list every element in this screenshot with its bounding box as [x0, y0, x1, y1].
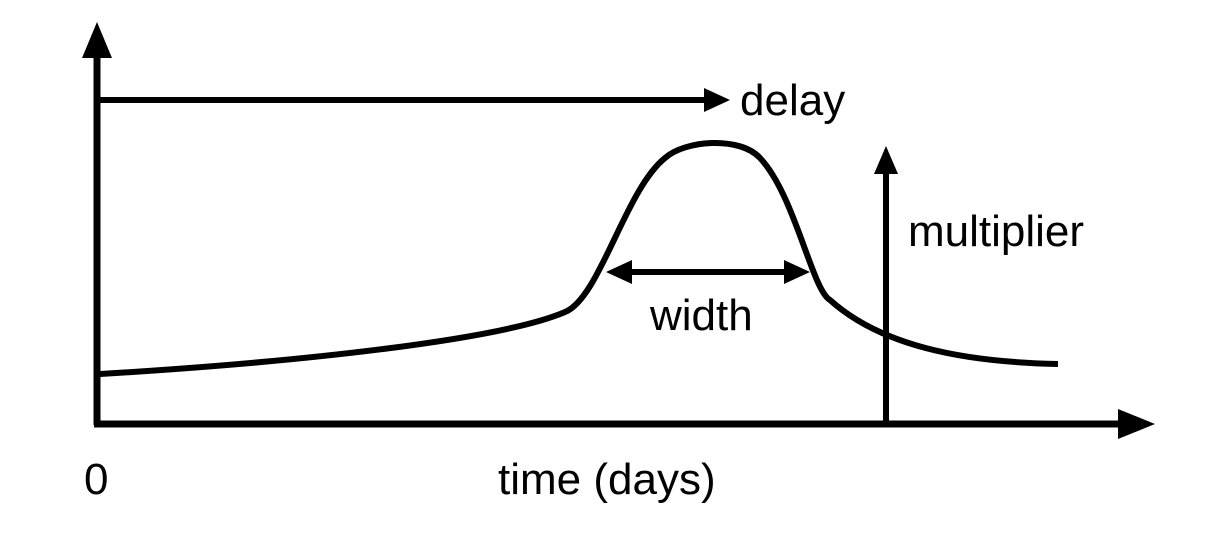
y-axis-arrowhead [82, 22, 112, 58]
width-arrowhead-left [606, 260, 632, 284]
width-arrowhead-right [784, 260, 810, 284]
curve-line [99, 139, 1059, 377]
x-axis-label: time (days) [498, 455, 716, 504]
width-label: width [649, 291, 753, 340]
multiplier-arrow [874, 146, 898, 424]
multiplier-arrowhead [874, 146, 898, 174]
delay-arrow [97, 88, 730, 112]
x-axis-arrowhead [1118, 409, 1155, 439]
origin-label: 0 [84, 455, 108, 504]
delay-label: delay [740, 76, 845, 125]
y-axis [82, 22, 112, 425]
x-axis [94, 409, 1155, 439]
width-arrow [606, 260, 810, 284]
delay-arrowhead [704, 88, 730, 112]
multiplier-label: multiplier [908, 207, 1084, 256]
